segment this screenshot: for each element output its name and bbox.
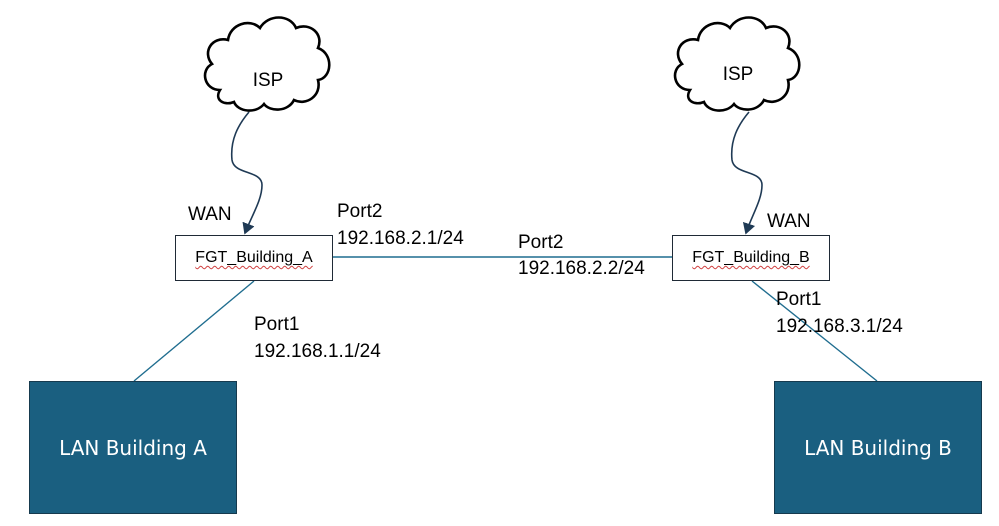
- port1-name-b: Port1: [776, 289, 822, 310]
- cloud-icon: [673, 16, 801, 112]
- isp-cloud-b[interactable]: ISP: [668, 8, 808, 114]
- firewall-building-b[interactable]: FGT_Building_B: [672, 235, 830, 281]
- cloud-icon: [203, 16, 331, 112]
- lan-building-b[interactable]: LAN Building B: [774, 381, 982, 514]
- port1-name-a: Port1: [254, 314, 300, 335]
- lan-building-a[interactable]: LAN Building A: [29, 381, 237, 514]
- firewall-building-a[interactable]: FGT_Building_A: [175, 235, 333, 281]
- isp-cloud-a[interactable]: ISP: [198, 8, 338, 114]
- wan-label-b: WAN: [767, 211, 811, 232]
- lan-label-a: LAN Building A: [59, 435, 207, 460]
- firewall-label-b: FGT_Building_B: [692, 249, 810, 266]
- port2-name-a: Port2: [337, 201, 383, 222]
- wan-label-a: WAN: [188, 204, 232, 225]
- port1-link-b: [751, 280, 878, 382]
- lan-label-b: LAN Building B: [804, 435, 952, 460]
- isp-label-a: ISP: [252, 70, 284, 91]
- isp-label-b: ISP: [722, 64, 754, 85]
- port1-ip-b: 192.168.3.1/24: [776, 316, 903, 337]
- port2-ip-b: 192.168.2.2/24: [518, 258, 645, 279]
- wan-link-a: [230, 111, 263, 235]
- firewall-label-a: FGT_Building_A: [195, 249, 313, 266]
- port1-ip-a: 192.168.1.1/24: [254, 341, 381, 362]
- port1-link-a: [133, 280, 255, 382]
- port2-name-b: Port2: [518, 232, 564, 253]
- wan-link-b: [730, 111, 763, 235]
- port2-ip-a: 192.168.2.1/24: [337, 228, 464, 249]
